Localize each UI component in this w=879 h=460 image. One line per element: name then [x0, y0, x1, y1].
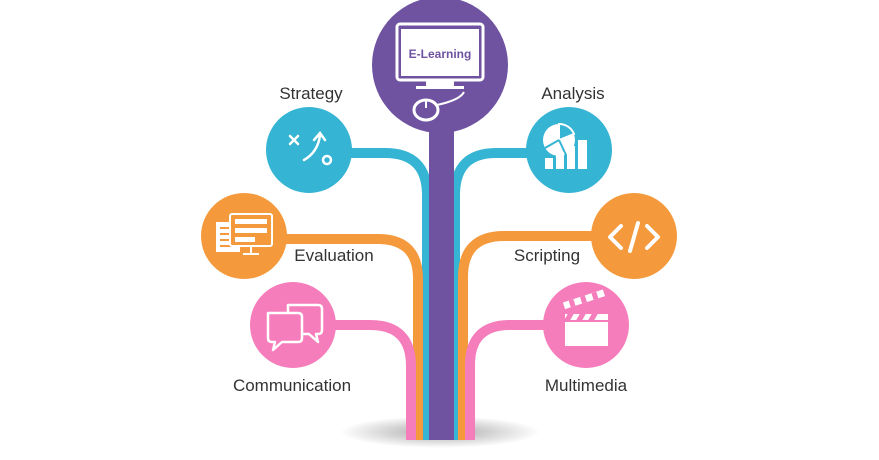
scripting-label: Scripting — [514, 246, 580, 265]
computer-mouse-icon: E-Learning — [395, 22, 485, 122]
clapperboard-icon — [562, 289, 608, 346]
connector-multimedia — [465, 320, 545, 440]
branch-strategy: Strategy — [266, 84, 352, 193]
center-node: E-Learning — [372, 0, 508, 133]
center-label: E-Learning — [409, 47, 472, 61]
chat-bubbles-icon — [266, 303, 324, 352]
trunk — [429, 110, 454, 440]
strategy-play-icon — [288, 130, 333, 166]
strategy-circle — [266, 107, 352, 193]
evaluation-label: Evaluation — [294, 246, 373, 265]
connector-analysis — [450, 148, 528, 440]
connector-evaluation — [285, 234, 423, 440]
branch-analysis: Analysis — [526, 84, 612, 193]
branch-scripting: Scripting — [514, 193, 677, 279]
multimedia-label: Multimedia — [545, 376, 628, 395]
strategy-label: Strategy — [279, 84, 343, 103]
communication-label: Communication — [233, 376, 351, 395]
analysis-label: Analysis — [541, 84, 604, 103]
connector-strategy — [350, 148, 432, 440]
branch-multimedia: Multimedia — [543, 282, 629, 395]
pie-bar-chart-icon — [543, 122, 587, 169]
code-tag-icon — [608, 221, 660, 253]
branch-evaluation: Evaluation — [201, 193, 374, 279]
connectors — [285, 148, 593, 440]
connector-communication — [335, 320, 416, 440]
connector-scripting — [458, 231, 593, 440]
branch-communication: Communication — [233, 282, 351, 395]
form-monitor-icon — [216, 213, 273, 255]
